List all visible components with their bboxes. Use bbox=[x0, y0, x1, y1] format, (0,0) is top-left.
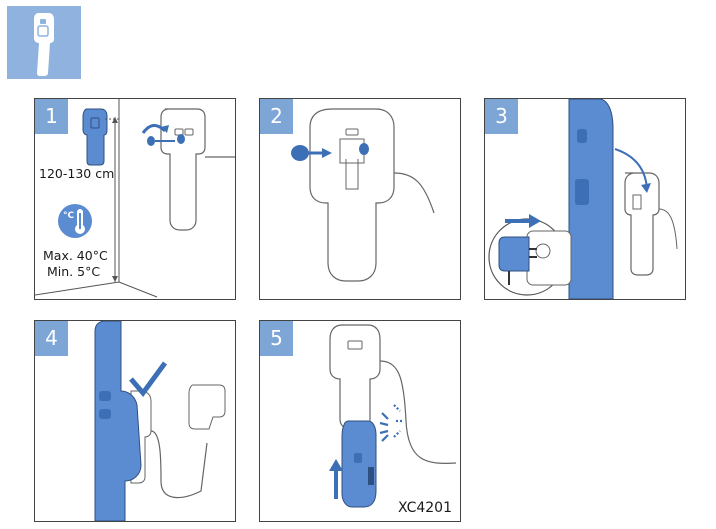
step-1-illustration bbox=[35, 99, 235, 298]
step-4-badge: 4 bbox=[35, 321, 68, 356]
max-temperature-label: Max. 40°C bbox=[43, 248, 108, 263]
step-3-panel: 3 bbox=[484, 98, 686, 300]
temp-icon-text: °C bbox=[63, 211, 75, 221]
mount-height-label: 120-130 cm bbox=[39, 166, 115, 181]
step-4-panel: 4 bbox=[34, 320, 236, 522]
step-5-panel: 5 XC4201 bbox=[259, 320, 461, 522]
header-wall-mount-icon bbox=[7, 6, 81, 79]
step-2-badge: 2 bbox=[260, 99, 293, 134]
step-3-badge: 3 bbox=[485, 99, 518, 134]
step-1-badge: 1 bbox=[35, 99, 68, 134]
step-2-illustration bbox=[291, 108, 435, 282]
step-1-panel: 1 120-130 cm °C Max. 40°C Min. 5°C bbox=[34, 98, 236, 300]
step-4-illustration bbox=[94, 321, 226, 521]
min-temperature-label: Min. 5°C bbox=[47, 264, 101, 279]
step-2-panel: 2 bbox=[259, 98, 461, 300]
step-5-illustration bbox=[329, 324, 457, 508]
model-number: XC4201 bbox=[398, 500, 452, 516]
step-5-badge: 5 bbox=[260, 321, 293, 356]
step-3-illustration bbox=[488, 99, 678, 299]
